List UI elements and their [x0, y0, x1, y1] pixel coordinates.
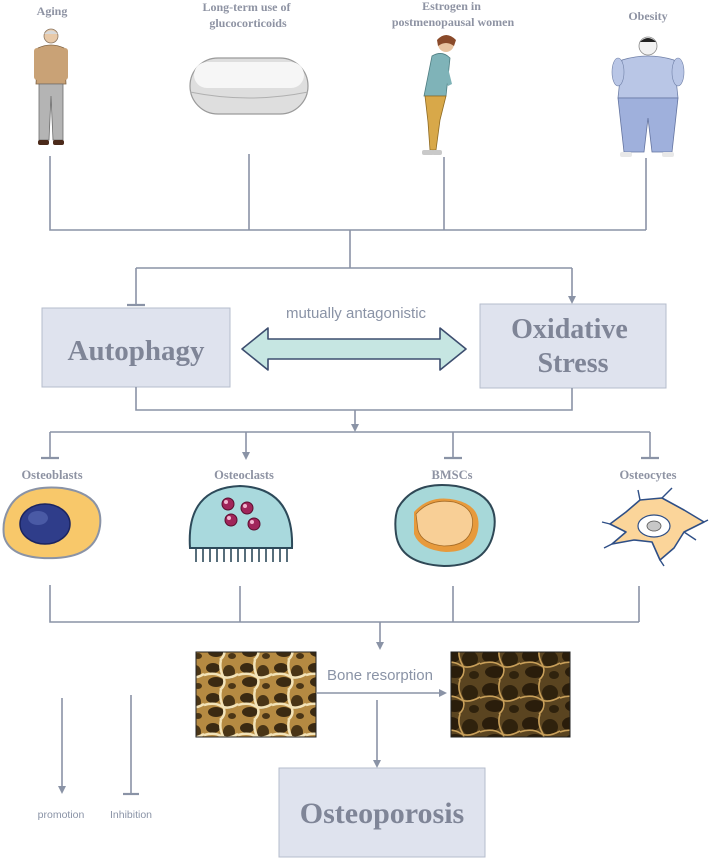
cell-label-osteoblasts: Osteoblasts — [21, 468, 82, 482]
autophagy-box: Autophagy — [41, 307, 231, 388]
osteoporosis-box: Osteoporosis — [278, 767, 486, 858]
healthy-bone-tissue-image — [195, 651, 317, 738]
osteoclast-cell-illustration — [188, 484, 294, 562]
risk-label-estrogen: Estrogen in postmenopausal women — [392, 0, 515, 29]
autophagy-label: Autophagy — [68, 335, 205, 367]
legend-inhibition-bar — [123, 695, 139, 796]
oxidative-stress-label: Oxidative Stress — [511, 314, 635, 379]
obese-person-illustration — [611, 36, 685, 157]
osteocyte-cell-illustration — [601, 487, 709, 567]
resorption-arrows — [317, 689, 447, 768]
pill-illustration — [189, 57, 309, 115]
elderly-man-illustration — [34, 28, 68, 145]
cell-label-osteocytes: Osteocytes — [620, 468, 677, 482]
legend-inhibition-label: Inhibition — [110, 809, 152, 821]
legend-promotion-label: promotion — [38, 809, 85, 821]
cell-label-bmscs: BMSCs — [432, 468, 473, 482]
woman-illustration — [422, 35, 456, 155]
risk-label-glucocorticoids: Long-term use of glucocorticoids — [203, 0, 294, 30]
bone-resorption-label: Bone resorption — [327, 667, 433, 684]
bmsc-cell-illustration — [394, 484, 496, 568]
risk-factor-connectors — [49, 154, 647, 307]
resorbed-bone-tissue-image — [450, 651, 571, 738]
mechanism-to-cell-connectors — [41, 387, 659, 460]
cell-to-bone-connectors — [49, 585, 640, 650]
osteoblast-cell-illustration — [2, 486, 102, 560]
oxidative-stress-box: Oxidative Stress — [479, 303, 667, 389]
osteoporosis-label: Osteoporosis — [300, 797, 464, 830]
legend: promotion Inhibition — [38, 695, 152, 821]
mutual-antagonism-arrow — [241, 327, 467, 371]
mutually-antagonistic-label: mutually antagonistic — [286, 305, 427, 322]
risk-label-aging: Aging — [37, 4, 68, 18]
risk-label-obesity: Obesity — [628, 9, 667, 23]
cell-label-osteoclasts: Osteoclasts — [214, 468, 274, 482]
